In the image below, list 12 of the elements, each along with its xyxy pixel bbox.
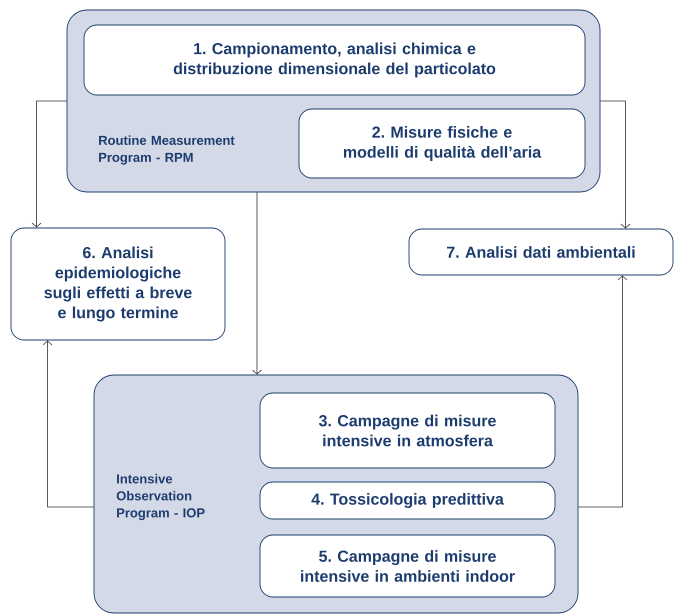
arrow — [600, 100, 630, 229]
arrow — [252, 192, 262, 375]
process-box: 2. Misure fisiche e modelli di qualità dell’aria — [298, 108, 586, 178]
process-box: 3. Campagne di misure intensive in atmosfera — [260, 392, 556, 468]
arrow — [578, 275, 628, 508]
process-box: 1. Campionamento, analisi chimica e distribuzione dimensionale del particolato — [84, 24, 586, 96]
arrow — [42, 340, 94, 508]
process-box: 6. Analisi epidemiologiche sugli effetti a breve e lungo termine — [10, 228, 226, 340]
arrow — [32, 100, 67, 228]
process-box: 7. Analisi dati ambientali — [408, 228, 674, 276]
process-box: 5. Campagne di misure intensive in ambienti indoor — [260, 534, 556, 598]
process-box: 4. Tossicologia predittiva — [260, 482, 556, 520]
